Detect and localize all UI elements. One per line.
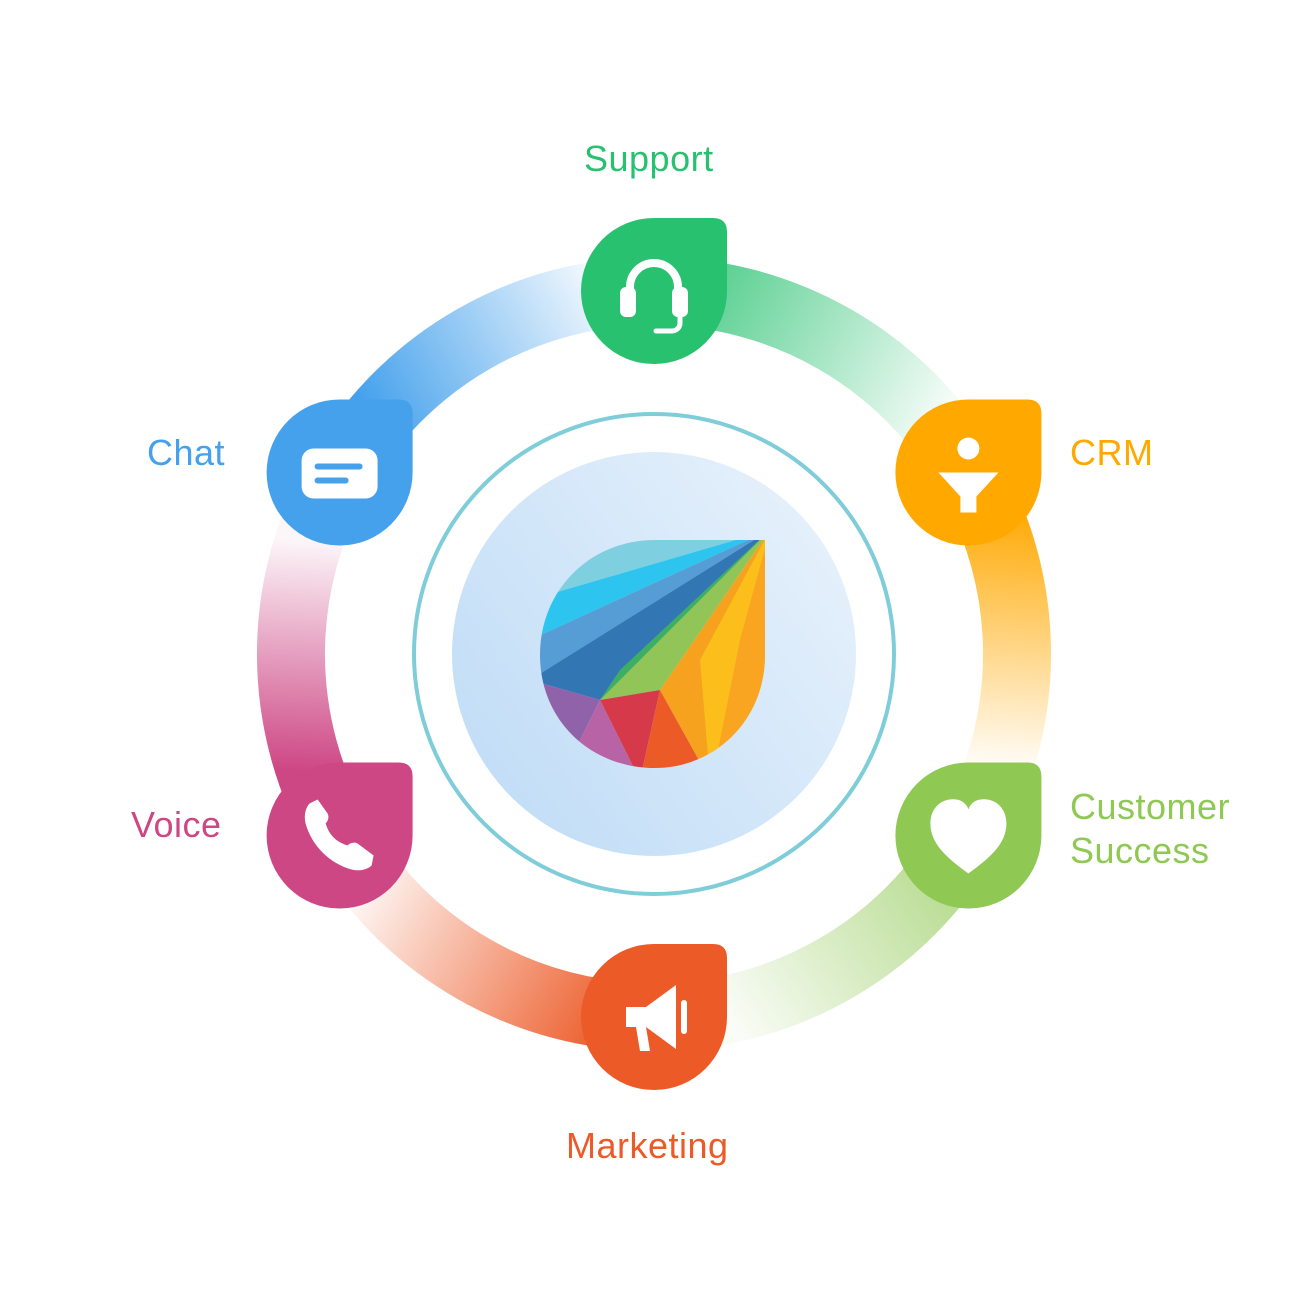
- headset-icon: [620, 259, 688, 334]
- node-crm: [895, 399, 1042, 546]
- label-customer-success: Customer Success: [1070, 786, 1231, 871]
- node-chat: [266, 399, 413, 546]
- node-support-shape: [581, 218, 727, 364]
- label-crm: CRM: [1070, 432, 1154, 473]
- inner-ring: [412, 412, 896, 896]
- chat-bubble-icon: [301, 448, 378, 499]
- megaphone-icon: [626, 985, 687, 1051]
- phone-icon: [304, 799, 374, 871]
- node-marketing: [581, 944, 727, 1090]
- heart-icon: [930, 799, 1007, 874]
- label-support: Support: [584, 138, 714, 179]
- funnel-person-icon: [938, 437, 999, 513]
- node-support: [581, 218, 727, 364]
- label-voice: Voice: [131, 804, 222, 845]
- node-success: [895, 762, 1042, 909]
- label-marketing: Marketing: [566, 1125, 729, 1166]
- node-voice-shape: [266, 762, 413, 909]
- label-chat: Chat: [147, 432, 226, 473]
- node-voice: [266, 762, 413, 909]
